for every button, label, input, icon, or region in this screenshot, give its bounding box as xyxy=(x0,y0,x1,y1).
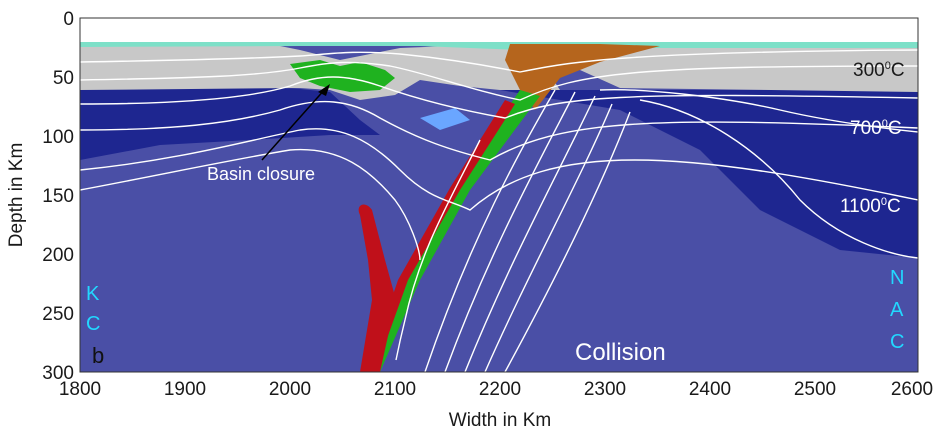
isotherm-label-1100: 11000C xyxy=(840,196,901,217)
y-tick-label: 250 xyxy=(42,304,74,325)
basin-closure-label: Basin closure xyxy=(207,164,315,184)
x-tick-label: 2400 xyxy=(689,379,731,400)
svg-text:11000C: 11000C xyxy=(840,196,901,217)
degree-mark: 0 xyxy=(882,118,888,130)
unit-mark: C xyxy=(888,118,902,139)
y-tick-label: 50 xyxy=(53,68,74,89)
orogenic-wedge xyxy=(505,44,660,110)
x-tick-label: 2600 xyxy=(891,379,933,400)
right-block-label: N A C xyxy=(890,267,904,353)
sediment-layer xyxy=(80,42,918,50)
plot-frame xyxy=(79,17,919,373)
left-block-letter: C xyxy=(86,313,100,335)
basin-closure-arrow xyxy=(261,87,327,161)
mixed-material xyxy=(420,108,470,130)
air-layer xyxy=(80,18,918,42)
left-block-label: K C xyxy=(86,283,100,335)
y-tick-label: 150 xyxy=(42,186,74,207)
y-axis-label: Depth in Km xyxy=(6,143,27,248)
x-axis: 1800 1900 2000 2100 2200 2300 2400 2500 … xyxy=(59,379,933,431)
degree-mark: 0 xyxy=(885,60,891,72)
y-tick-label: 100 xyxy=(42,127,74,148)
x-tick-label: 2000 xyxy=(269,379,311,400)
x-tick-label: 2500 xyxy=(794,379,836,400)
basin-sediments xyxy=(290,60,395,92)
y-tick-label: 0 xyxy=(63,9,74,30)
x-tick-label: 2100 xyxy=(374,379,416,400)
x-tick-label: 1900 xyxy=(164,379,206,400)
isotherm-1100-value: 1100 xyxy=(840,196,881,217)
isotherm-label-700: 7000C xyxy=(850,118,902,139)
svg-text:7000C: 7000C xyxy=(850,118,902,139)
unit-mark: C xyxy=(891,60,905,81)
x-axis-label: Width in Km xyxy=(449,410,551,431)
degree-mark: 0 xyxy=(881,196,887,208)
isotherm-lines xyxy=(80,49,918,372)
right-block-letter: C xyxy=(890,331,904,353)
model-plot-area xyxy=(80,18,918,372)
unit-mark: C xyxy=(887,196,901,217)
x-tick-label: 2200 xyxy=(479,379,521,400)
y-axis: 0 50 100 150 200 250 300 Depth in Km xyxy=(6,9,74,384)
detached-slab xyxy=(358,204,396,372)
x-tick-label: 2300 xyxy=(584,379,626,400)
left-lithosphere xyxy=(80,88,380,160)
right-lithosphere xyxy=(500,90,918,258)
collision-label: Collision xyxy=(575,339,666,366)
isotherm-label-300: 3000C xyxy=(853,60,905,81)
right-block-letter: N xyxy=(890,267,904,289)
basin-closure-arrowhead xyxy=(318,84,330,96)
isotherm-300-value: 300 xyxy=(853,60,885,81)
y-tick-label: 200 xyxy=(42,245,74,266)
panel-label: b xyxy=(92,343,104,368)
left-block-letter: K xyxy=(86,283,100,305)
x-tick-label: 1800 xyxy=(59,379,101,400)
right-block-letter: A xyxy=(890,299,904,321)
right-crust xyxy=(540,42,918,92)
isotherm-700-value: 700 xyxy=(850,118,882,139)
y-tick-label: 300 xyxy=(42,363,74,384)
svg-text:3000C: 3000C xyxy=(853,60,905,81)
